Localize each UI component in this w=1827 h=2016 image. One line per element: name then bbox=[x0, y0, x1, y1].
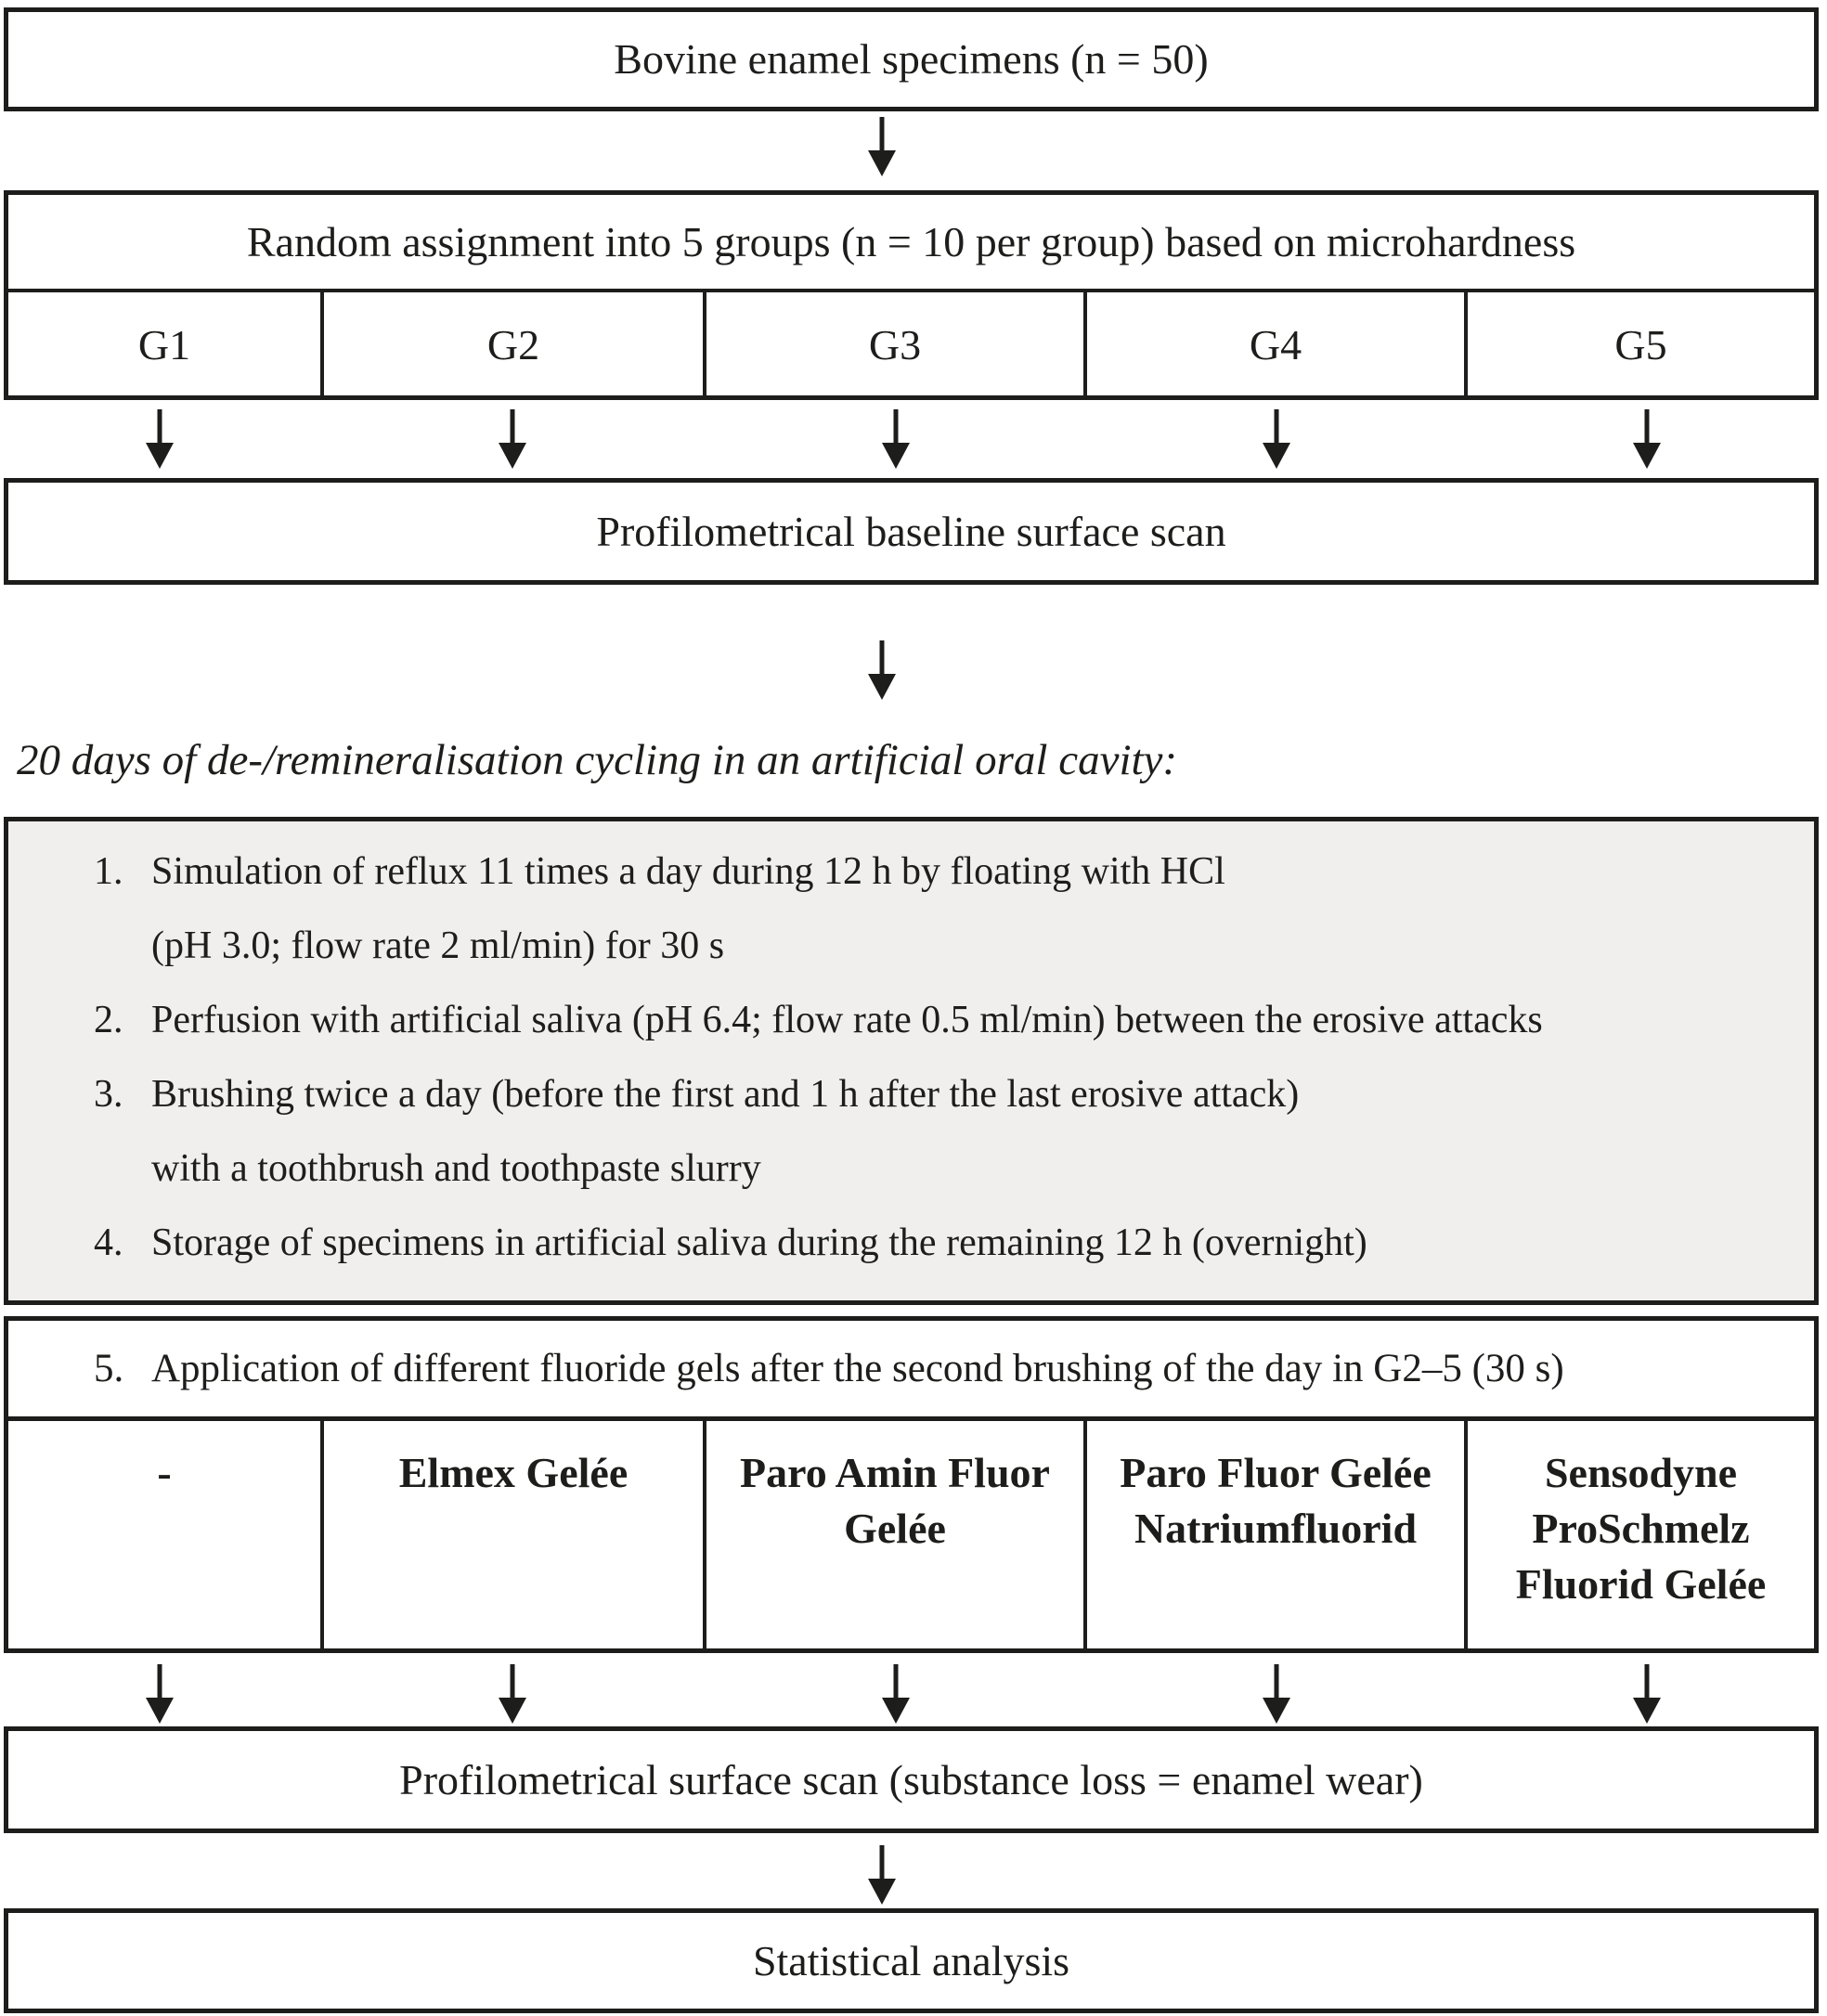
step-line: Storage of specimens in artificial saliv… bbox=[151, 1221, 1367, 1264]
step-number: 3. bbox=[94, 1073, 123, 1116]
down-arrow-icon bbox=[1263, 1664, 1290, 1724]
statistical-analysis-label: Statistical analysis bbox=[752, 1936, 1070, 1984]
group-cell-g3: G3 bbox=[706, 292, 1087, 396]
gel-row: - Elmex Gelée Paro Amin Fluor Gelée Paro… bbox=[4, 1416, 1819, 1653]
step-line: Brushing twice a day (before the first a… bbox=[151, 1073, 1300, 1116]
gel-cell-g1: - bbox=[8, 1421, 324, 1648]
group-cell-g4: G4 bbox=[1087, 292, 1468, 396]
step-line: Perfusion with artificial saliva (pH 6.4… bbox=[151, 999, 1543, 1041]
down-arrow-icon bbox=[868, 640, 896, 700]
gel-cell-g2: Elmex Gelée bbox=[324, 1421, 706, 1648]
gel-cell-g4: Paro Fluor Gelée Natriumfluorid bbox=[1087, 1421, 1468, 1648]
assignment-title: Random assignment into 5 groups (n = 10 … bbox=[8, 195, 1814, 292]
wear-scan-box: Profilometrical surface scan (substance … bbox=[4, 1726, 1819, 1833]
assignment-table: Random assignment into 5 groups (n = 10 … bbox=[4, 190, 1819, 400]
down-arrow-icon bbox=[882, 409, 910, 469]
specimens-label: Bovine enamel specimens (n = 50) bbox=[614, 35, 1209, 84]
group-cell-g2: G2 bbox=[324, 292, 706, 396]
down-arrow-icon bbox=[1263, 409, 1290, 469]
group-cell-g5: G5 bbox=[1614, 320, 1667, 368]
down-arrow-icon bbox=[499, 409, 526, 469]
group-row: G1 G2 G3 G4 G5 bbox=[8, 292, 1814, 396]
down-arrow-icon bbox=[1633, 409, 1661, 469]
step-number: 5. bbox=[94, 1347, 124, 1390]
application-step-label: Application of different fluoride gels a… bbox=[151, 1347, 1564, 1390]
specimens-box: Bovine enamel specimens (n = 50) bbox=[4, 7, 1819, 111]
down-arrow-icon bbox=[868, 117, 896, 176]
down-arrow-icon bbox=[882, 1664, 910, 1724]
cycling-step-3: 3. Brushing twice a day (before the firs… bbox=[8, 1057, 1814, 1206]
down-arrow-icon bbox=[146, 409, 174, 469]
step-number: 1. bbox=[94, 850, 123, 893]
down-arrow-icon bbox=[868, 1845, 896, 1905]
down-arrow-icon bbox=[146, 1664, 174, 1724]
baseline-scan-label: Profilometrical baseline surface scan bbox=[596, 507, 1226, 555]
wear-scan-label: Profilometrical surface scan (substance … bbox=[399, 1755, 1423, 1803]
cycling-step-4: 4. Storage of specimens in artificial sa… bbox=[8, 1206, 1814, 1280]
cycling-step-2: 2. Perfusion with artificial saliva (pH … bbox=[8, 983, 1814, 1057]
step-line: (pH 3.0; flow rate 2 ml/min) for 30 s bbox=[151, 924, 725, 967]
statistical-analysis-box: Statistical analysis bbox=[4, 1908, 1819, 2013]
group-cell-g1: G1 bbox=[8, 292, 324, 396]
cycling-steps-box: 1. Simulation of reflux 11 times a day d… bbox=[4, 817, 1819, 1305]
step-number: 2. bbox=[94, 999, 123, 1041]
cycling-heading: 20 days of de-/remineralisation cycling … bbox=[17, 736, 1178, 784]
cycling-step-1: 1. Simulation of reflux 11 times a day d… bbox=[8, 834, 1814, 983]
down-arrow-icon bbox=[1633, 1664, 1661, 1724]
gel-cell-g3: Paro Amin Fluor Gelée bbox=[706, 1421, 1087, 1648]
application-step-box: 5. Application of different fluoride gel… bbox=[4, 1316, 1819, 1421]
baseline-scan-box: Profilometrical baseline surface scan bbox=[4, 478, 1819, 585]
gel-cell-g5: Sensodyne ProSchmelz Fluorid Gelée bbox=[1515, 1449, 1767, 1608]
step-number: 4. bbox=[94, 1221, 123, 1264]
step-line: with a toothbrush and toothpaste slurry bbox=[151, 1147, 761, 1190]
step-line: Simulation of reflux 11 times a day duri… bbox=[151, 850, 1225, 893]
down-arrow-icon bbox=[499, 1664, 526, 1724]
